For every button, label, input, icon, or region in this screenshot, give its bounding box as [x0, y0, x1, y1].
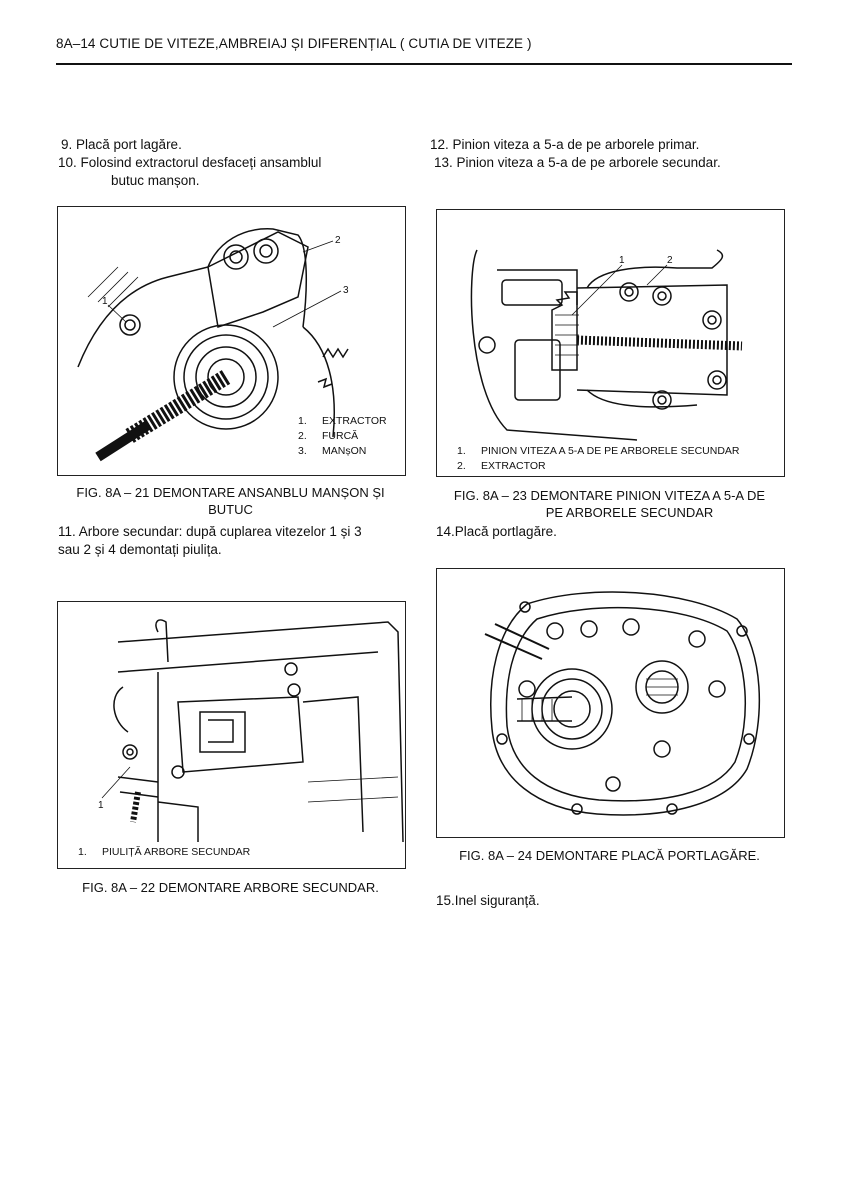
step-11-line1: 11. Arbore secundar: după cuplarea vitez…	[58, 524, 362, 539]
figure-8a-21: 1 2 3 1.EXTRACTOR 2.FURCĂ 3.MANșON	[57, 206, 406, 476]
step-9: 9. Placă port lagăre.	[61, 137, 182, 152]
legend-item: 3.MANșON	[298, 445, 367, 457]
figure-8a-24	[436, 568, 785, 838]
step-14: 14.Placă portlagăre.	[436, 524, 557, 539]
legend-item: 1.PIULIȚĂ ARBORE SECUNDAR	[78, 846, 251, 858]
page-header: 8A–14 CUTIE DE VITEZE,AMBREIAJ ȘI DIFERE…	[56, 36, 532, 51]
figure-legend: 1.PIULIȚĂ ARBORE SECUNDAR	[78, 845, 250, 860]
bearing-plate-illustration	[484, 591, 761, 816]
step-10-line1: 10. Folosind extractorul desfaceți ansam…	[58, 155, 322, 170]
figure-8a-23: 1 2 1.PINION VITEZA A 5-A DE PE ARBORELE…	[436, 209, 785, 477]
step-15: 15.Inel siguranță.	[436, 893, 540, 908]
gear-puller-illustration: 1 2	[470, 249, 743, 441]
step-13: 13. Pinion viteza a 5-a de pe arborele s…	[434, 155, 721, 170]
figure-caption: FIG. 8A – 21 DEMONTARE ANSANBLU MANȘON Ș…	[76, 485, 385, 517]
callout-1: 1	[619, 255, 625, 266]
legend-item: 1.EXTRACTOR	[298, 415, 387, 427]
step-12: 12. Pinion viteza a 5-a de pe arborele p…	[430, 137, 700, 152]
figure-legend: 1.EXTRACTOR 2.FURCĂ 3.MANșON	[298, 414, 387, 459]
legend-item: 2.EXTRACTOR	[457, 460, 546, 472]
callout-3: 3	[343, 285, 349, 296]
extractor-assembly-illustration: 1 2 3	[77, 228, 349, 462]
callout-1: 1	[98, 800, 104, 811]
figure-legend: 1.PINION VITEZA A 5-A DE PE ARBORELE SEC…	[457, 444, 740, 474]
step-11-line2: sau 2 și 4 demontați piulița.	[58, 542, 222, 557]
figure-caption: FIG. 8A – 22 DEMONTARE ARBORE SECUNDAR.	[82, 880, 379, 895]
figure-caption: FIG. 8A – 23 DEMONTARE PINION VITEZA A 5…	[453, 488, 766, 520]
figure-caption: FIG. 8A – 24 DEMONTARE PLACĂ PORTLAGĂRE.	[459, 848, 760, 863]
step-10-line2: butuc manșon.	[111, 173, 200, 188]
callout-2: 2	[667, 255, 673, 266]
legend-item: 1.PINION VITEZA A 5-A DE PE ARBORELE SEC…	[457, 445, 740, 457]
header-rule	[56, 63, 792, 65]
legend-item: 2.FURCĂ	[298, 430, 359, 442]
callout-2: 2	[335, 235, 341, 246]
callout-1: 1	[102, 296, 108, 307]
figure-8a-22: 1 1.PIULIȚĂ ARBORE SECUNDAR	[57, 601, 406, 869]
output-shaft-illustration: 1	[98, 619, 404, 843]
